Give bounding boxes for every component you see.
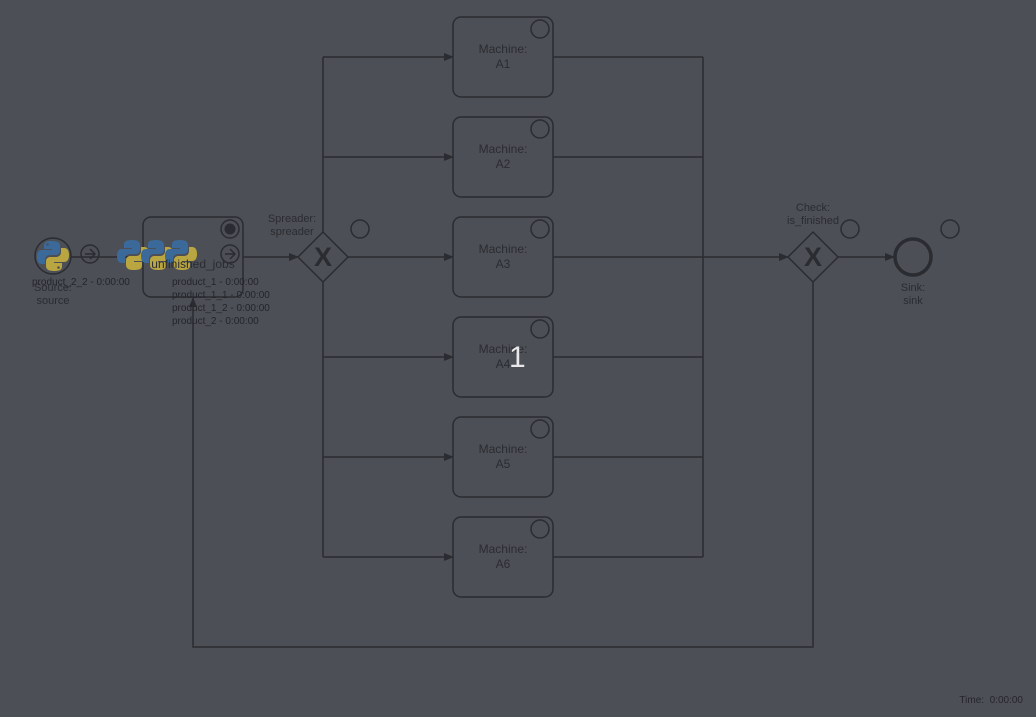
machine-a5[interactable] [452, 416, 554, 498]
machine-status-icon [530, 519, 550, 539]
activity-name: unfinished_jobs [151, 257, 235, 271]
time-value: 0:00:00 [989, 695, 1023, 706]
spreader-name: spreader [270, 226, 314, 238]
machine-name: A5 [495, 457, 511, 471]
machine-a4-token-count: 1 [509, 341, 526, 374]
sink-title: Sink: [900, 282, 926, 294]
sink-name: sink [903, 295, 923, 307]
check-label: Check: is_finished [773, 202, 853, 228]
spreader-status-icon [350, 219, 370, 239]
python-icon [37, 241, 69, 271]
machine-a3-label: Machine: A3 [453, 242, 553, 272]
spreader-gateway[interactable] [296, 230, 350, 284]
machine-title: Machine: [478, 42, 528, 56]
source-event[interactable] [34, 237, 72, 275]
machine-status-icon [530, 119, 550, 139]
machine-a1[interactable] [452, 16, 554, 98]
machine-status-icon [530, 219, 550, 239]
source-signal-icon [80, 244, 100, 264]
simulation-time: Time: 0:00:00 [959, 695, 1023, 706]
machine-name: A2 [495, 157, 511, 171]
machine-a3[interactable] [452, 216, 554, 298]
machine-a1-label: Machine: A1 [453, 42, 553, 72]
activity-queue-item: product_1_2 - 0:00:00 [172, 303, 270, 314]
machine-a4-label: Machine: A4 [453, 342, 553, 372]
check-gateway[interactable] [786, 230, 840, 284]
sink-status-icon [940, 219, 960, 239]
source-name: source [36, 295, 70, 307]
machine-name: A4 [495, 357, 511, 371]
machine-a6-label: Machine: A6 [453, 542, 553, 572]
machine-a2[interactable] [452, 116, 554, 198]
machine-name: A6 [495, 557, 511, 571]
machine-a2-label: Machine: A2 [453, 142, 553, 172]
machine-a5-label: Machine: A5 [453, 442, 553, 472]
machine-title: Machine: [478, 242, 528, 256]
machine-a4[interactable] [452, 316, 554, 398]
sink-label: Sink: sink [883, 282, 943, 308]
source-label: Source: source [23, 282, 83, 308]
time-label: Time: [959, 695, 985, 706]
machine-status-icon [530, 319, 550, 339]
machine-name: A1 [495, 57, 511, 71]
machine-a6[interactable] [452, 516, 554, 598]
connector-lines [71, 53, 895, 648]
check-name: is_finished [787, 215, 839, 227]
spreader-gateway-symbol: X [314, 242, 332, 272]
python-token-icon [165, 240, 197, 270]
activity-queue-list: product_1 - 0:00:00 product_1_1 - 0:00:0… [172, 276, 270, 328]
source-title: Source: [34, 282, 72, 294]
machine-title: Machine: [478, 342, 528, 356]
machine-title: Machine: [478, 442, 528, 456]
activity-signal-icon [220, 244, 240, 264]
activity-queue-item: product_1 - 0:00:00 [172, 277, 259, 288]
machine-name: A3 [495, 257, 511, 271]
machine-status-icon [530, 419, 550, 439]
sink-event[interactable] [893, 237, 933, 277]
check-status-icon [840, 219, 860, 239]
spreader-title: Spreader: [267, 213, 317, 225]
source-queue-item: product_2_2 - 0:00:00 [32, 277, 130, 288]
activity-status-icon [220, 219, 240, 239]
activity-queue-item: product_1_1 - 0:00:00 [172, 290, 270, 301]
spreader-label: Spreader: spreader [257, 213, 327, 239]
machine-title: Machine: [478, 542, 528, 556]
machine-title: Machine: [478, 142, 528, 156]
check-title: Check: [795, 202, 831, 214]
check-gateway-symbol: X [804, 242, 822, 272]
activity-queue-item: product_2 - 0:00:00 [172, 316, 259, 327]
machine-status-icon [530, 19, 550, 39]
